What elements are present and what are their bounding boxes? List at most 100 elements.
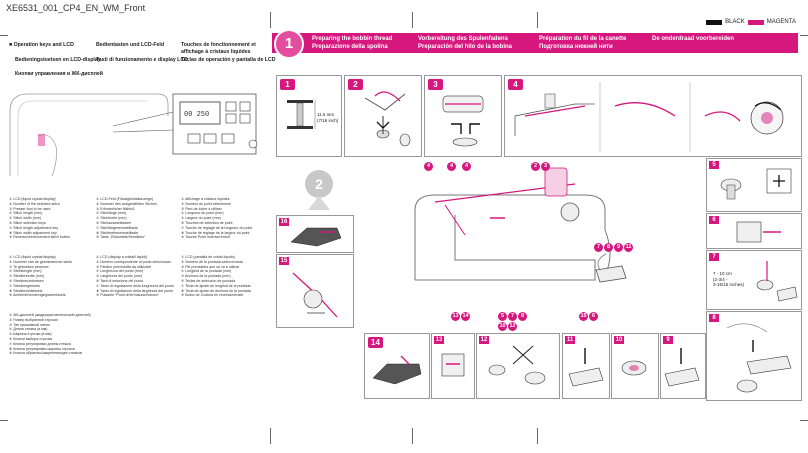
section-2-badge: 2: [305, 170, 333, 198]
bobbin-full-illustration: [621, 360, 647, 376]
step-panel-14: 14: [364, 333, 430, 399]
callout: 8: [604, 243, 613, 252]
magenta-label: MAGENTA: [766, 19, 796, 25]
step-number: 15: [279, 257, 289, 265]
crop-mark: [0, 35, 8, 36]
foot-controller-icon: [595, 253, 627, 283]
band-title-en: Preparing the bobbin thread: [312, 36, 393, 42]
title-nl: Bedieningstoetsen en LCD-display: [15, 57, 101, 63]
spool-cap-illustration: [442, 95, 484, 147]
step-number: 8: [709, 314, 719, 322]
step-number: 5: [709, 161, 719, 169]
step-panel-15: 15: [276, 254, 354, 328]
crop-mark: [537, 428, 538, 444]
callout: 12: [508, 322, 517, 331]
parts-list-ru: ① ЖК-дисплей (жидкокристаллический диспл…: [9, 313, 91, 356]
callout: 5: [498, 312, 507, 321]
step-panel-12: 12: [476, 333, 560, 399]
step-number: 10: [614, 336, 624, 344]
black-swatch: [706, 19, 723, 25]
bobbin-case-illustration: [290, 227, 342, 247]
step-number: 7: [709, 253, 719, 261]
callout: 4: [447, 162, 456, 171]
parts-list-it: ① LCD (display a cristalli liquidi)② Num…: [96, 255, 174, 298]
pedal-release-illustration: [664, 348, 700, 387]
title-de: Bedientasten und LCD-Feld: [96, 42, 165, 48]
bobbin-insert-illustration: [292, 272, 338, 318]
title-operation-keys-en: ■ Operation keys and LCD: [9, 42, 74, 48]
step-panel-5: 5: [706, 158, 802, 212]
parts-list-en: ① LCD (liquid crystal display)② Number o…: [9, 197, 70, 240]
step-number: 11: [565, 336, 575, 344]
title-it: Tasti di funzionamento e display LCD: [96, 57, 188, 63]
title-fr-2: affichage à cristaux liquides: [181, 49, 251, 55]
callout: 7: [508, 312, 517, 321]
parts-list-es: ① LCD (pantalla de cristal líquido)② Núm…: [181, 255, 251, 298]
band-title-de: Vorbereitung des Spulenfadens: [418, 36, 508, 42]
crop-mark: [412, 12, 413, 28]
thread-tail-illustration: [756, 261, 798, 302]
step-panel-8: 8: [706, 311, 802, 401]
step-number: 12: [479, 336, 489, 344]
step-panel-16: 16: [276, 215, 354, 253]
crop-mark: [412, 428, 413, 444]
step-number: 16: [279, 218, 289, 226]
callout: 6: [589, 312, 598, 321]
callout: 15: [579, 312, 588, 321]
step-number: 13: [434, 336, 444, 344]
pedal-press-illustration: [568, 348, 604, 387]
bobbin-cover-illustration: [372, 355, 422, 385]
step-number: 9: [663, 336, 673, 344]
parts-list-de: ① LCD-Feld (Flüssigkristallanzeige)② Num…: [96, 197, 157, 240]
color-registration-bar: BLACK MAGENTA: [706, 19, 796, 25]
title-es: Teclas de operación y pantalla de LCD: [181, 57, 276, 63]
callout: 14: [461, 312, 470, 321]
step-number: 2: [348, 79, 363, 90]
callout: 2: [531, 162, 540, 171]
bobbin-winder-illustration: [720, 168, 792, 200]
crop-mark: [270, 428, 271, 444]
doc-code: XE6531_001_CP4_EN_WM_Front: [6, 3, 146, 13]
callout: 7: [594, 243, 603, 252]
callout: 11: [624, 243, 633, 252]
section-header-band: 1 Preparing the bobbin thread Preparazio…: [272, 29, 798, 59]
step-panel-9: 9: [660, 333, 706, 399]
step-panel-11: 11: [562, 333, 610, 399]
step-panel-2: 2: [344, 75, 422, 157]
callout: 3: [541, 162, 550, 171]
callout: 8: [518, 312, 527, 321]
sewing-machine-illustration: [414, 167, 611, 281]
winder-shaft-illustration: [441, 353, 465, 377]
step-panel-3: 3: [424, 75, 502, 157]
crop-mark: [270, 12, 271, 28]
title-fr: Touches de fonctionnement et: [181, 42, 256, 48]
step-panel-10: 10: [611, 333, 659, 399]
spool-pin-illustration: [364, 91, 411, 147]
measure-1: 11.5 mm(7/16 inch): [317, 112, 339, 123]
band-title-es: Preparación del hilo de la bobina: [418, 43, 513, 50]
step-panel-7: 7 7 - 10 cm(2-3/4 -3-15/16 inches): [706, 250, 802, 310]
crop-mark: [800, 420, 808, 421]
foot-pedal-illustration: [726, 323, 792, 393]
band-title-fr: Préparation du fil de la canette: [539, 36, 627, 42]
step-number: 1: [280, 79, 295, 90]
band-title-nl: De onderdraad voorbereiden: [652, 36, 735, 42]
measure-7: 7 - 10 cm(2-3/4 -3-15/16 inches): [713, 271, 745, 287]
scissors-illustration: [488, 345, 546, 385]
crop-mark: [800, 35, 808, 36]
callout: 10: [498, 322, 507, 331]
band-title-it: Preparazione della spolina: [312, 43, 388, 50]
step-panel-13: 13: [431, 333, 475, 399]
step-panel-6: 6: [706, 213, 802, 249]
band-title-ru: Подготовка нижней нити: [539, 43, 613, 50]
step-number: 14: [368, 337, 383, 348]
step-panel-4: 4: [504, 75, 802, 157]
bobbin-icon: [287, 100, 316, 129]
crop-mark: [0, 420, 8, 421]
magenta-swatch: [747, 19, 764, 25]
callout: 13: [451, 312, 460, 321]
black-label: BLACK: [725, 19, 745, 25]
parts-list-nl: ① LCD (liquid crystal display)② Nummer v…: [9, 255, 72, 298]
